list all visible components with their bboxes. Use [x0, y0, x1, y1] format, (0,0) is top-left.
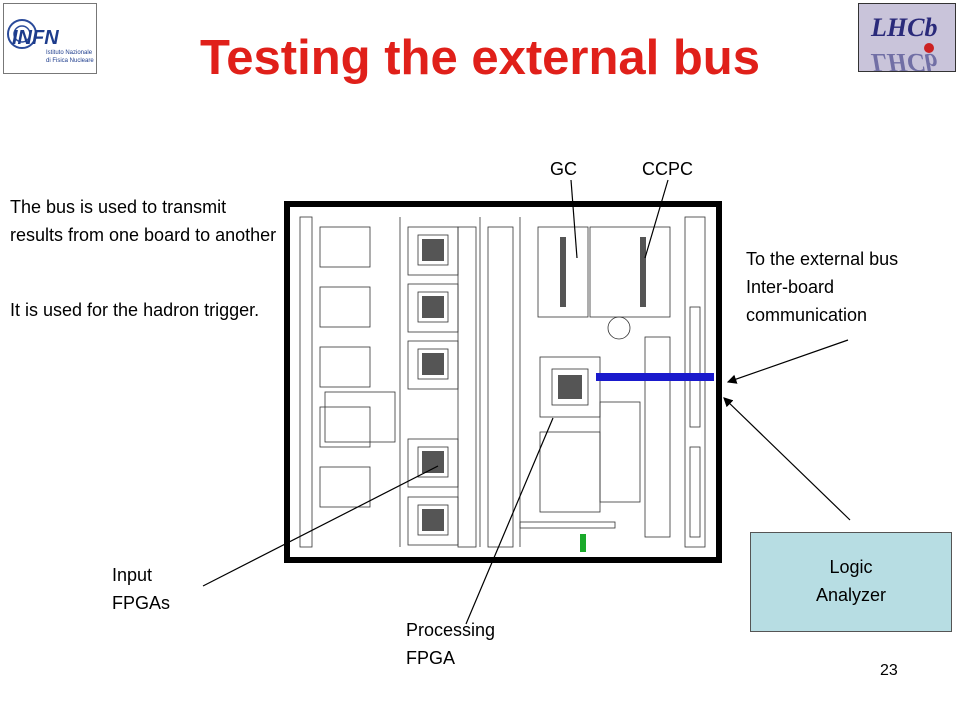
svg-text:LHCb: LHCb — [870, 13, 937, 42]
svg-text:LHCb: LHCb — [870, 48, 937, 71]
logic-analyzer-line2: Analyzer — [815, 585, 887, 605]
description-paragraph-2: It is used for the hadron trigger. — [10, 300, 260, 320]
bus-connector-blue — [596, 373, 714, 381]
logic-analyzer-line1: Logic — [829, 557, 873, 577]
board-schematic — [284, 201, 722, 563]
page-number: 23 — [880, 662, 898, 679]
processing-fpga-label-line1: Processing — [406, 620, 496, 640]
svg-text:INFN: INFN — [12, 27, 59, 49]
svg-text:di Fisica Nucleare: di Fisica Nucleare — [46, 58, 94, 64]
lhcb-logo-graphic: LHCb LHCb — [870, 13, 937, 71]
external-bus-label-line3: communication — [746, 305, 868, 325]
infn-logo: INFN Istituto Nazionale di Fisica Nuclea… — [3, 3, 97, 74]
description-paragraph-1: The bus is used to transmit results from… — [10, 197, 277, 245]
external-bus-label-line2: Inter-board — [746, 277, 835, 297]
svg-text:Istituto Nazionale: Istituto Nazionale — [46, 50, 93, 56]
lhcb-logo: LHCb LHCb — [858, 3, 956, 72]
input-fpgas-label-line2: FPGAs — [112, 593, 171, 613]
gc-label: GC — [550, 159, 577, 179]
logic-analyzer-arrow — [723, 397, 851, 521]
ccpc-label: CCPC — [642, 159, 694, 179]
external-bus-arrow — [726, 339, 849, 384]
green-marker — [580, 534, 586, 552]
input-fpgas-label-line1: Input — [112, 565, 153, 585]
infn-logo-graphic: INFN Istituto Nazionale di Fisica Nuclea… — [7, 19, 94, 64]
processing-fpga-label-line2: FPGA — [406, 648, 456, 668]
board-layout-drawing — [299, 216, 714, 552]
slide-title: Testing the external bus — [200, 31, 760, 85]
board-inner — [290, 207, 716, 557]
logic-analyzer-box: Logic Analyzer — [750, 532, 952, 632]
external-bus-label-line1: To the external bus — [746, 249, 899, 269]
